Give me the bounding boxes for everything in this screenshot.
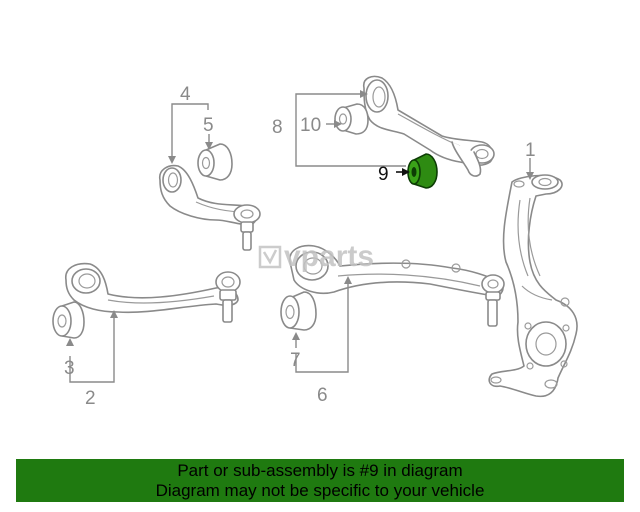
bushing-7[interactable] <box>280 291 317 331</box>
control-arm-8[interactable] <box>362 75 495 177</box>
steering-knuckle[interactable] <box>488 174 578 398</box>
callout-number-8: 8 <box>272 117 283 138</box>
footer-line-2: Diagram may not be specific to your vehi… <box>155 481 485 500</box>
callout-number-6: 6 <box>317 385 328 406</box>
callout-number-7: 7 <box>290 350 301 371</box>
control-arm-4[interactable] <box>158 164 261 251</box>
callout-line-4 <box>171 103 209 158</box>
control-arm-2[interactable] <box>65 262 241 323</box>
bushing-5[interactable] <box>197 143 233 181</box>
control-arm-6[interactable] <box>289 244 505 327</box>
callout-number-5: 5 <box>203 115 214 136</box>
callout-number-10: 10 <box>300 115 321 136</box>
callout-line-6 <box>295 282 349 373</box>
callout-number-3: 3 <box>64 358 75 379</box>
footer-line-1: Part or sub-assembly is #9 in diagram <box>177 461 463 480</box>
callout-number-4: 4 <box>180 84 191 105</box>
footer-banner: Part or sub-assembly is #9 in diagram Di… <box>16 459 624 502</box>
callout-line-2 <box>69 316 115 383</box>
callout-number-2: 2 <box>85 388 96 409</box>
callout-number-1: 1 <box>525 140 536 161</box>
bushing-10[interactable] <box>334 103 369 135</box>
bushing-3[interactable] <box>52 301 85 339</box>
vparts-watermark-logo: vparts <box>258 240 374 273</box>
callout-line-8 <box>295 93 362 126</box>
callout-number-9: 9 <box>378 164 389 185</box>
bushing-9-highlighted[interactable] <box>407 153 438 189</box>
watermark-text: vparts <box>284 240 374 273</box>
